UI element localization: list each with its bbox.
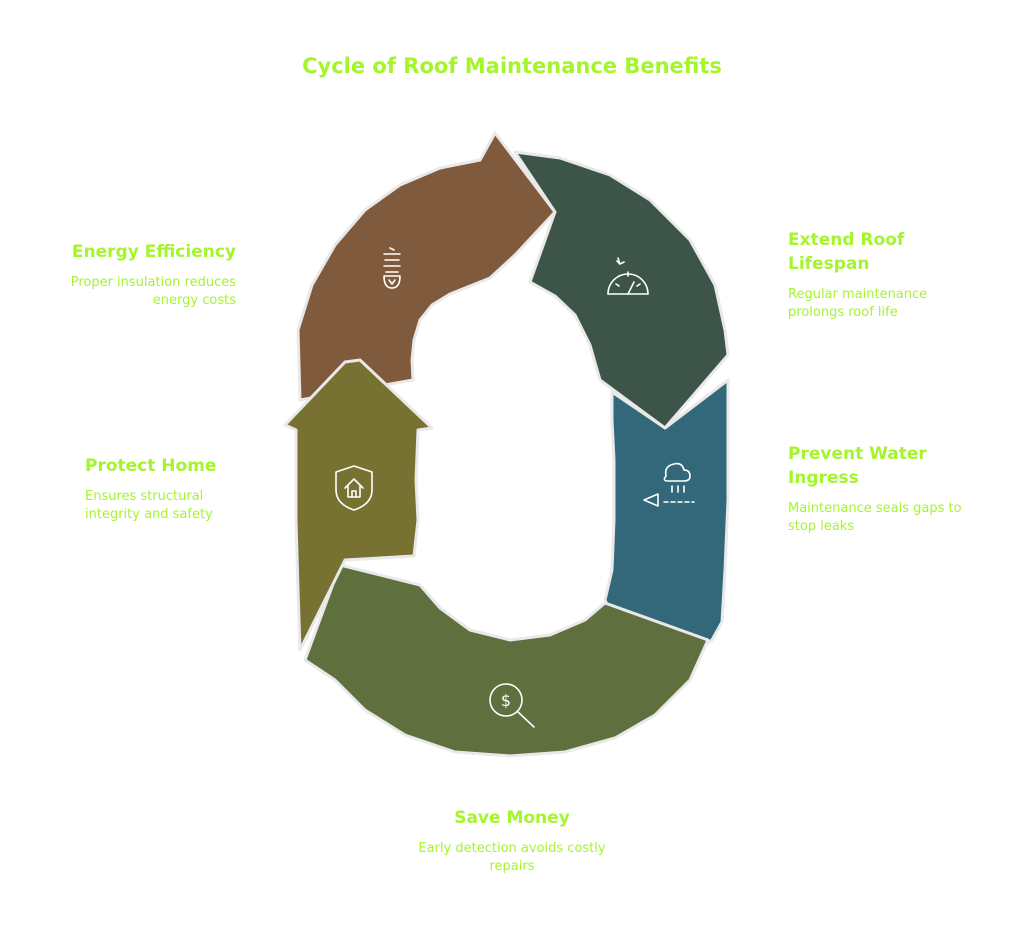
stage-prevent-water-ingress: Prevent Water Ingress Maintenance seals … <box>788 442 968 536</box>
segment-save-money <box>303 563 710 758</box>
stage-title: Save Money <box>454 808 570 828</box>
stage-save-money: Save Money Early detection avoids costly… <box>412 806 612 876</box>
segment-extend-roof-lifespan <box>513 150 730 430</box>
dollar-search-icon: $ <box>489 683 535 728</box>
stage-extend-roof-lifespan: Extend Roof Lifespan Regular maintenance… <box>788 228 938 322</box>
stage-protect-home: Protect Home Ensures structural integrit… <box>85 454 245 524</box>
segment-energy-efficiency <box>296 131 557 402</box>
stage-title: Extend Roof Lifespan <box>788 230 905 274</box>
rain-cloud-icon <box>643 462 695 507</box>
stage-description: Ensures structural integrity and safety <box>85 489 213 522</box>
segment-protect-home <box>283 358 434 652</box>
stage-description: Early detection avoids costly repairs <box>418 841 606 874</box>
stage-energy-efficiency: Energy Efficiency Proper insulation redu… <box>40 240 236 310</box>
stage-description: Regular maintenance prolongs roof life <box>788 287 928 320</box>
gauge-icon <box>607 257 649 295</box>
light-bulb-icon <box>383 247 401 289</box>
stage-title: Protect Home <box>85 456 217 476</box>
stage-title: Prevent Water Ingress <box>788 444 927 488</box>
stage-description: Maintenance seals gaps to stop leaks <box>788 501 962 534</box>
stage-description: Proper insulation reduces energy costs <box>70 275 236 308</box>
diagram-title: Cycle of Roof Maintenance Benefits <box>302 54 722 78</box>
home-shield-icon <box>335 465 373 511</box>
svg-text:$: $ <box>501 691 511 710</box>
stage-title: Energy Efficiency <box>71 242 236 262</box>
